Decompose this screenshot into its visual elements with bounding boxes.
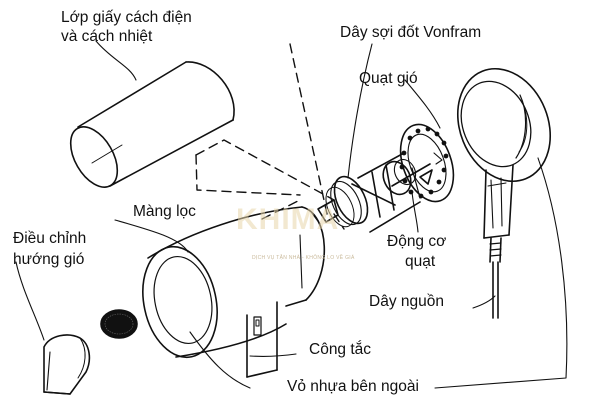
leader-lines — [15, 40, 568, 389]
insulation-tube — [69, 61, 235, 188]
watermark-tagline: DỊCH VỤ TẬN NHÀ - KHÔNG LO VỀ GIÁ — [252, 255, 355, 261]
label-tungsten-wire: Dây sợi đốt Vonfram — [340, 24, 482, 41]
label-motor-line1: Động cơ — [387, 233, 447, 250]
label-insulation-line2: và cách nhiệt — [61, 28, 153, 45]
label-power-cord: Dây nguồn — [369, 293, 444, 310]
fan-housing — [399, 123, 455, 203]
label-nozzle-line2: hướng gió — [13, 251, 85, 268]
back-housing — [456, 67, 552, 319]
label-fan: Quạt gió — [359, 70, 418, 87]
filter-mesh — [100, 309, 138, 339]
label-motor-line2: quạt — [405, 253, 436, 270]
label-filter: Màng lọc — [133, 203, 196, 220]
label-outer-shell: Vỏ nhựa bên ngoài — [287, 378, 419, 395]
assembly-dashed-lines — [195, 43, 345, 230]
label-insulation-line1: Lớp giấy cách điện — [61, 9, 192, 26]
main-shell — [142, 206, 326, 378]
watermark-logo: KHIMA — [236, 203, 340, 236]
label-nozzle-line1: Điều chỉnh — [13, 230, 87, 247]
nozzle-concentrator — [43, 334, 91, 395]
label-switch: Công tắc — [309, 341, 372, 358]
